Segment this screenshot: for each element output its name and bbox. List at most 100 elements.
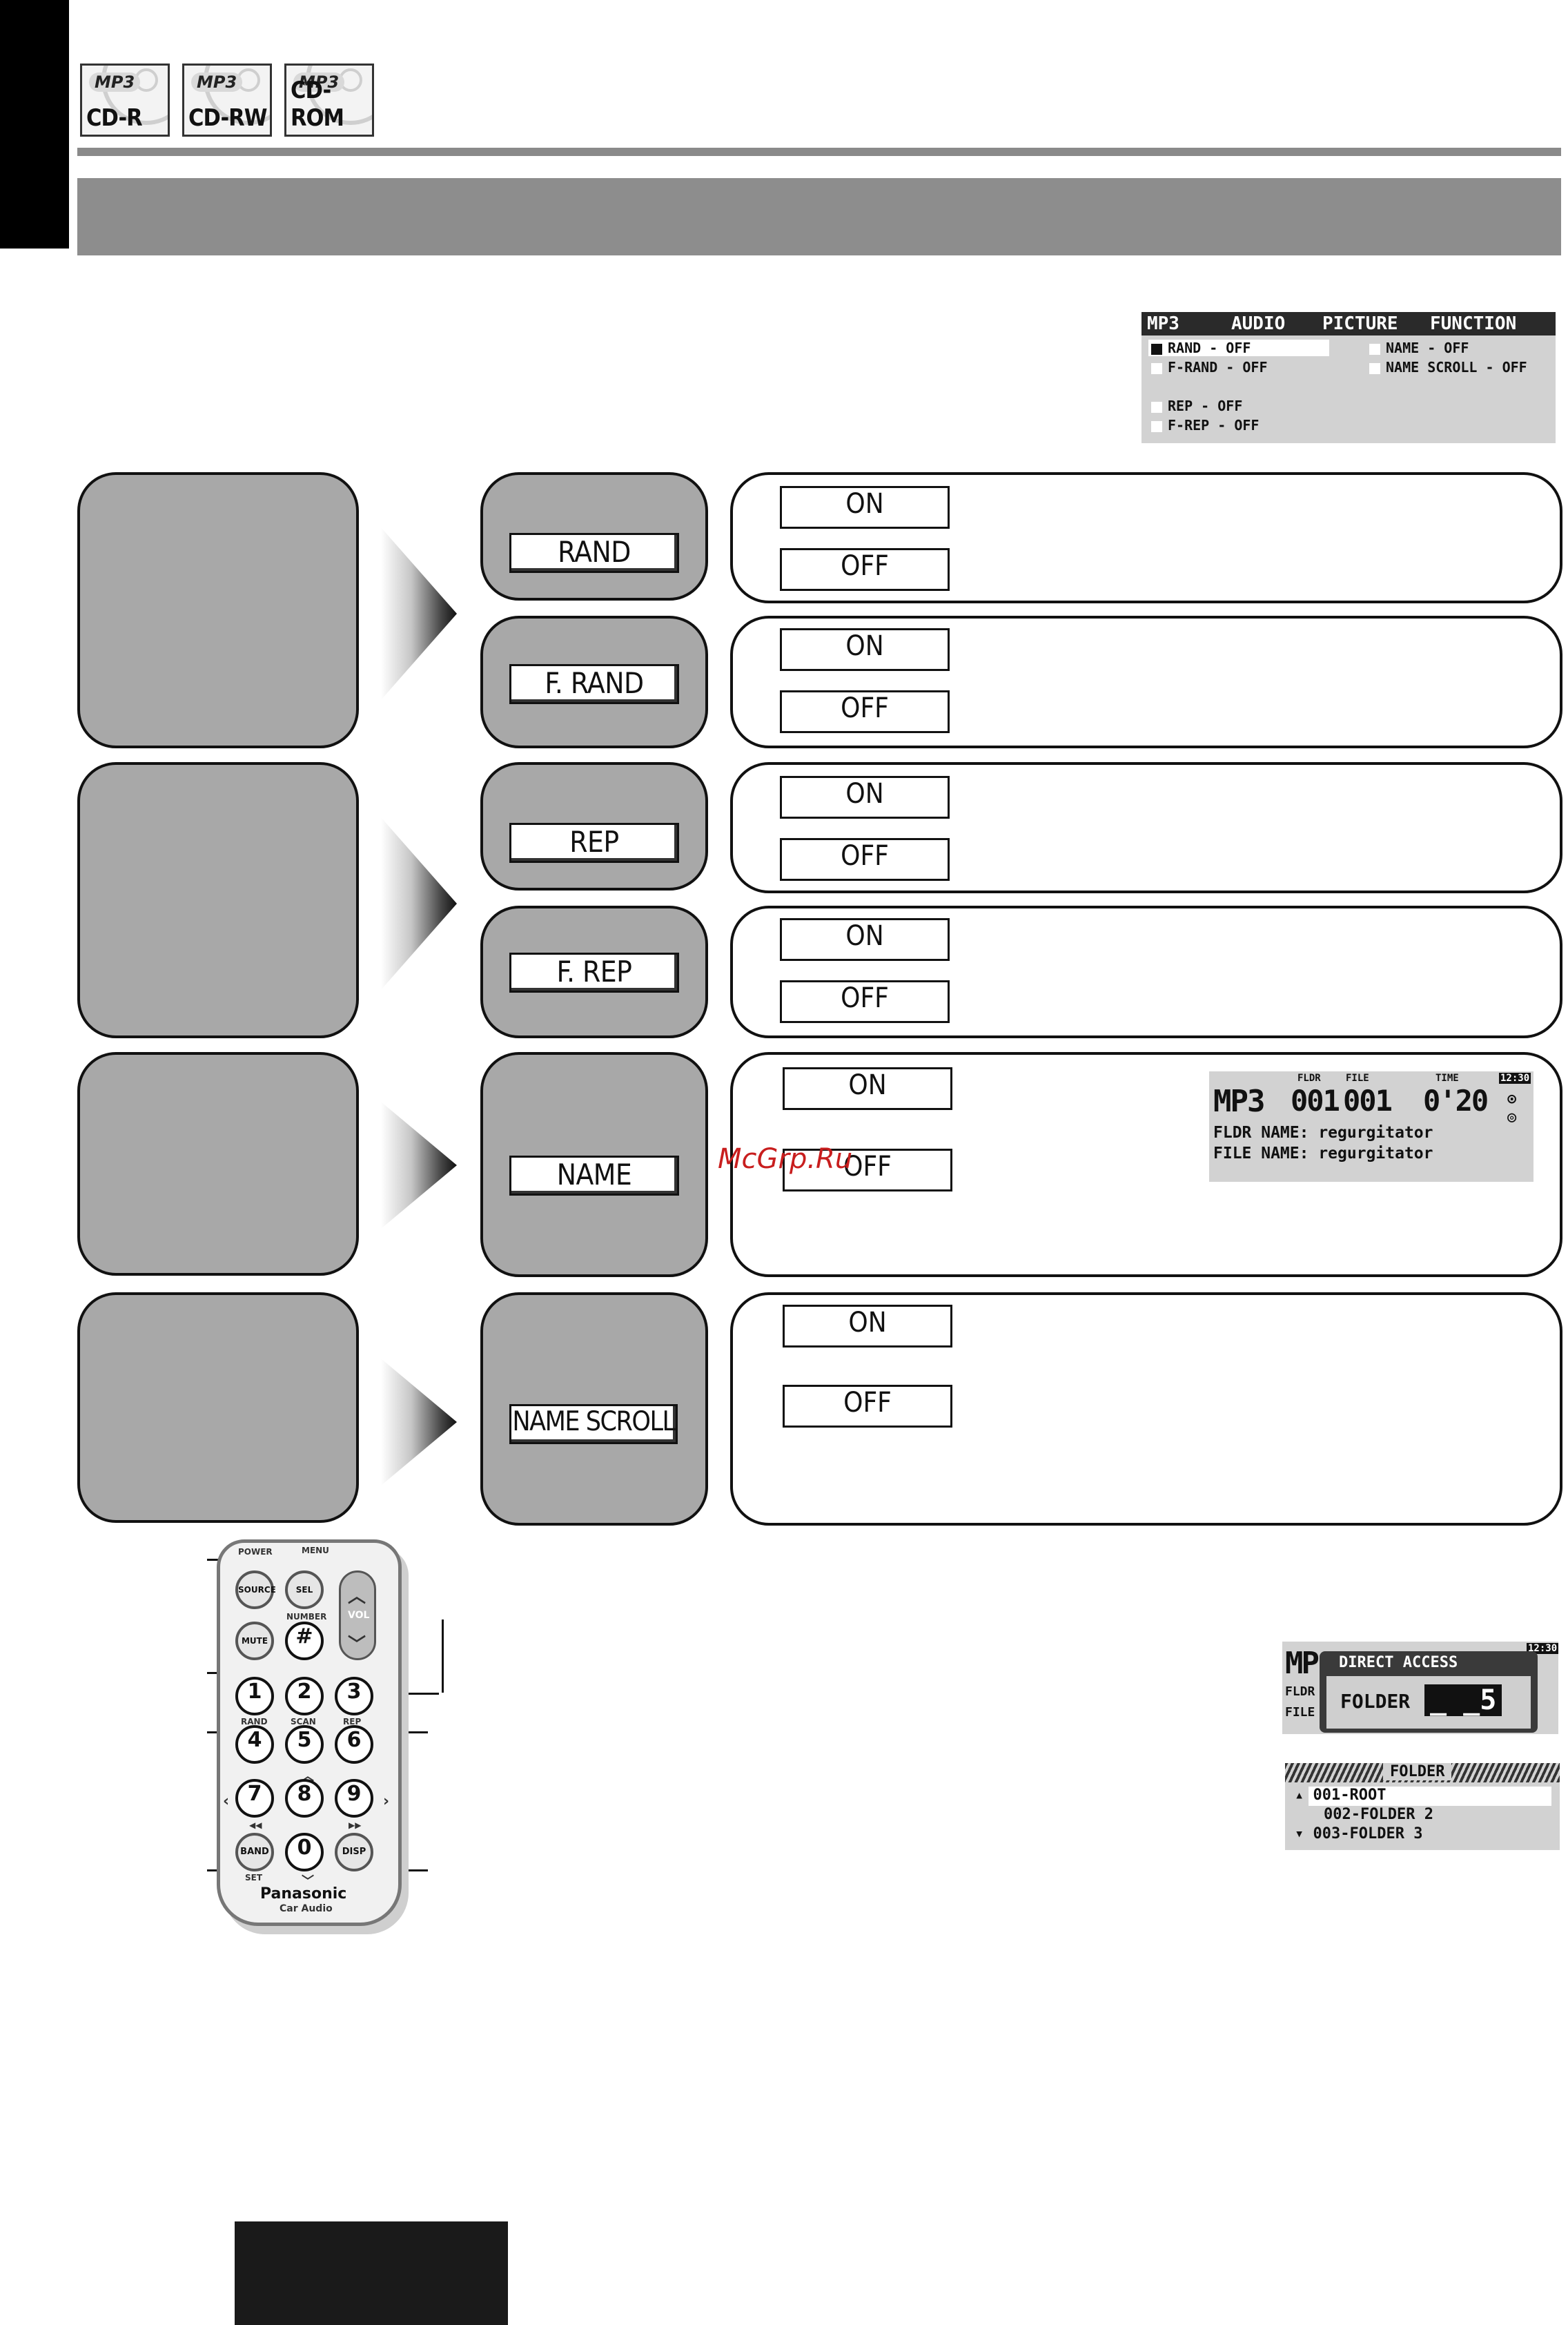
arrow-right-icon [381, 1359, 457, 1486]
badge-mp3-label: MP3 [293, 72, 345, 92]
section-block-random [77, 472, 359, 748]
callout-line [442, 1619, 444, 1693]
lcd-bg-file: FILE [1285, 1705, 1315, 1720]
option-rand-on[interactable]: ON [780, 486, 950, 529]
function-label-name: NAME [509, 1156, 679, 1196]
menu-tab-mp3: MP3 [1147, 313, 1179, 334]
fast-forward-icon: ▶▶ [349, 1820, 362, 1830]
remote-rand-label: RAND [241, 1717, 268, 1726]
remote-disp-button[interactable]: DISP [335, 1833, 373, 1871]
lcd-mode: MP3 [1213, 1084, 1265, 1119]
remote-key-7[interactable]: 7 [235, 1779, 274, 1818]
option-name-on[interactable]: ON [783, 1067, 952, 1110]
remote-power-label: POWER [238, 1547, 273, 1557]
remote-key-5[interactable]: 5 [285, 1725, 324, 1764]
direct-access-field-label: FOLDER [1340, 1690, 1411, 1713]
watermark-text: McGrp.Ru [718, 1143, 853, 1175]
remote-key-3[interactable]: 3 [335, 1677, 373, 1715]
badge-mp3-label: MP3 [89, 72, 141, 92]
function-label-rand: RAND [509, 533, 679, 573]
remote-key-9[interactable]: 9 [335, 1779, 373, 1818]
name-display-screen: MP3 FLDR 001 FILE 001 TIME 0'20 12:30 ⊙ … [1209, 1071, 1533, 1182]
menu-tab-bar [1141, 312, 1556, 335]
folder-item-1[interactable]: ▴ 001-ROOT [1295, 1787, 1386, 1804]
badge-mp3-label: MP3 [191, 72, 243, 92]
badge-kind-label: CD-ROM [291, 77, 344, 132]
lcd-time: 0'20 [1423, 1084, 1489, 1118]
remote-menu-label: MENU [302, 1546, 329, 1555]
option-rand-off[interactable]: OFF [780, 548, 950, 591]
callout-line [393, 1731, 428, 1733]
function-label-name-scroll: NAME SCROLL [509, 1404, 678, 1444]
option-rep-off[interactable]: OFF [780, 838, 950, 881]
menu-tab-audio: AUDIO [1231, 313, 1286, 334]
function-menu-screen: MP3 AUDIO PICTURE FUNCTION RAND - OFF F-… [1141, 312, 1556, 443]
edge-tab [0, 0, 69, 249]
callout-line [377, 1693, 439, 1695]
lcd-file-number: 001 [1343, 1084, 1393, 1118]
remote-key-6[interactable]: 6 [335, 1725, 373, 1764]
menu-item-rep: REP - OFF [1151, 398, 1242, 414]
direct-access-screen: MP FLDR FILE 12:30 DIRECT ACCESS FOLDER … [1282, 1642, 1558, 1734]
remote-number-label: NUMBER [286, 1612, 327, 1622]
remote-key-8[interactable]: 8 [285, 1779, 324, 1818]
remote-hash-button[interactable]: # [285, 1622, 324, 1660]
folder-item-3[interactable]: ▾ 003-FOLDER 3 [1295, 1825, 1423, 1842]
section-block-name-scroll [77, 1292, 359, 1523]
remote-sel-button[interactable]: SEL [285, 1570, 324, 1609]
lcd-folder-name: FLDR NAME: regurgitator [1213, 1124, 1433, 1142]
menu-tab-picture: PICTURE [1322, 313, 1398, 334]
lcd-flder-label: FLDR [1297, 1073, 1321, 1084]
remote-volume-rocker[interactable]: ︿ VOL ﹀ [339, 1570, 376, 1660]
title-banner [77, 178, 1561, 255]
lcd-clock: 12:30 [1499, 1073, 1531, 1084]
badge-mp3-cd-rw: MP3 CD-RW [182, 64, 272, 137]
remote-key-4[interactable]: 4 [235, 1725, 274, 1764]
lcd-bg-flder: FLDR [1285, 1684, 1315, 1699]
brand-logo: Panasonic [260, 1885, 347, 1903]
remote-band-button[interactable]: BAND [235, 1833, 274, 1871]
remote-key-0[interactable]: 0 [285, 1833, 324, 1871]
remote-key-2[interactable]: 2 [285, 1677, 324, 1715]
chevron-up-icon: ︿ [348, 1586, 366, 1607]
option-f-rand-off[interactable]: OFF [780, 690, 950, 733]
option-f-rep-off[interactable]: OFF [780, 980, 950, 1023]
option-f-rand-on[interactable]: ON [780, 628, 950, 671]
lcd-file-label: FILE [1346, 1073, 1369, 1084]
direct-access-value: _ _5 [1424, 1684, 1502, 1716]
remote-set-label: SET [245, 1873, 263, 1883]
disc-icon: ◎ [1507, 1109, 1517, 1126]
remote-rep-label: REP [343, 1717, 362, 1726]
lcd-bg-mode: MP [1285, 1646, 1320, 1681]
chevron-right-icon: › [383, 1793, 390, 1810]
badge-kind-label: CD-RW [188, 104, 267, 132]
chevron-down-icon: ﹀ [302, 1874, 314, 1889]
menu-item-name: NAME - OFF [1369, 340, 1469, 356]
folder-list-title: FOLDER [1383, 1763, 1452, 1780]
folder-item-2[interactable]: 002-FOLDER 2 [1324, 1806, 1433, 1823]
badge-kind-label: CD-R [86, 104, 143, 132]
remote-key-1[interactable]: 1 [235, 1677, 274, 1715]
lcd-file-name: FILE NAME: regurgitator [1213, 1145, 1433, 1162]
option-f-rep-on[interactable]: ON [780, 918, 950, 961]
option-name-scroll-off[interactable]: OFF [783, 1385, 952, 1428]
lcd-time-label: TIME [1435, 1073, 1459, 1084]
header-rule [77, 148, 1561, 156]
option-name-scroll-on[interactable]: ON [783, 1305, 952, 1348]
bottom-tab [235, 2221, 508, 2325]
chevron-left-icon: ‹ [223, 1793, 230, 1810]
function-label-f-rep: F. REP [509, 953, 679, 993]
play-icon: ⊙ [1507, 1091, 1517, 1108]
remote-mute-button[interactable]: MUTE [235, 1622, 274, 1660]
brand-subtitle: Car Audio [280, 1903, 333, 1914]
section-block-name [77, 1052, 359, 1276]
option-rep-on[interactable]: ON [780, 776, 950, 819]
arrow-right-icon [381, 1102, 457, 1229]
remote-scan-label: SCAN [291, 1717, 316, 1726]
arrow-right-icon [381, 817, 457, 990]
remote-source-button[interactable]: SOURCE [235, 1570, 276, 1609]
menu-item-f-rand: F-RAND - OFF [1151, 359, 1268, 376]
option-name-off[interactable]: OFF [783, 1149, 952, 1191]
menu-tab-function: FUNCTION [1430, 313, 1517, 334]
menu-item-f-rep: F-REP - OFF [1151, 417, 1259, 434]
